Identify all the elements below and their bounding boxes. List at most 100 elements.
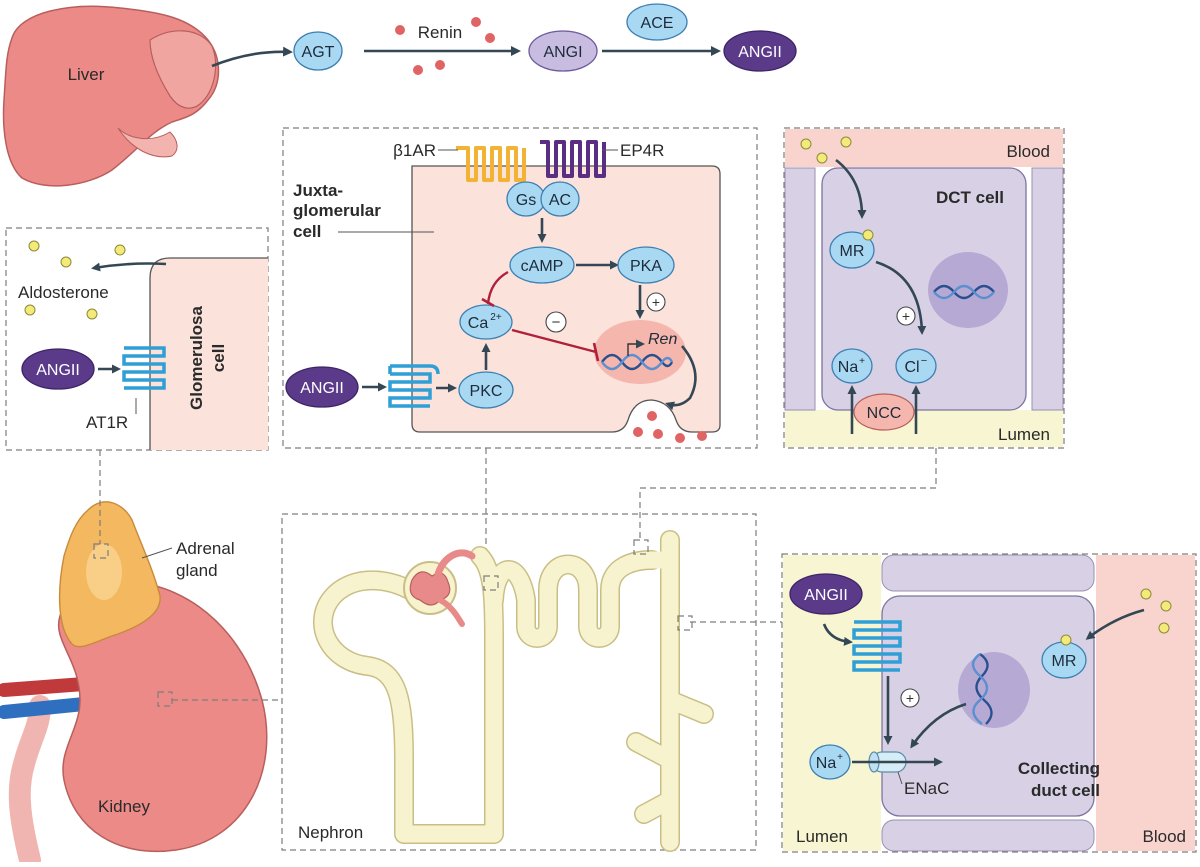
- dct-cell-label: DCT cell: [936, 188, 1004, 207]
- angii-label-glom: ANGII: [36, 362, 80, 379]
- cd-at1r-receptor: [852, 620, 902, 672]
- dct-cl-sup: −: [921, 355, 927, 367]
- agt-label: AGT: [302, 44, 335, 61]
- ren-to-secretion-arrow: [665, 345, 697, 411]
- adrenal-leader: [141, 547, 173, 559]
- secreted-renin-dot: [633, 427, 643, 437]
- glom-at1r-receptor: [122, 346, 166, 390]
- ren-label: Ren: [648, 331, 677, 348]
- secreted-renin-dot: [675, 433, 685, 443]
- dct-aldosterone-entry-arrow: [835, 158, 867, 219]
- dct-neighbor-right: [1031, 167, 1064, 411]
- cd-na-node: [809, 744, 851, 780]
- angii-label-jg: ANGII: [300, 380, 344, 397]
- adrenal-medulla-highlight: [86, 544, 122, 600]
- liver-lobe: [149, 30, 217, 109]
- minus-sign: [545, 311, 567, 333]
- dct-cell-body: [821, 167, 1027, 411]
- cd-title-line2: duct cell: [1031, 781, 1100, 800]
- ace-label: ACE: [641, 15, 674, 32]
- dct-mr-to-ncc-arrow: [875, 260, 927, 335]
- angii-node-cd: [789, 573, 863, 615]
- ac-node: [540, 181, 580, 217]
- cd-plus-label: +: [906, 690, 914, 706]
- ca-sup-label: 2+: [490, 312, 502, 323]
- pkc-node: [458, 371, 514, 409]
- dct-neighbor-left: [784, 167, 816, 411]
- aldosterone-dot: [86, 308, 98, 320]
- secreted-renin-dot: [697, 431, 707, 441]
- minus-label: −: [552, 314, 561, 331]
- collecting-duct-panel: [781, 553, 1197, 853]
- angii-to-cd-receptor-arrow: [822, 623, 853, 646]
- ace-node: [626, 3, 688, 41]
- camp-label: cAMP: [521, 258, 564, 275]
- ureter: [8, 695, 51, 867]
- angi-node: [528, 30, 598, 72]
- dct-na-node: [831, 348, 873, 384]
- ren-inhibit-bar: [592, 342, 600, 362]
- dct-cl-node: [895, 348, 937, 384]
- secreted-renin-dot: [647, 411, 657, 421]
- ren-transcription-arrow: [627, 339, 645, 356]
- ca-inhibits-ren: [511, 328, 597, 354]
- adrenal-label-line1: Adrenal: [176, 539, 235, 558]
- dct-na-label: Na: [838, 359, 859, 376]
- glomerulus-icon: [403, 549, 476, 627]
- aldosterone-dot: [24, 304, 36, 316]
- jg-title-line1: Juxta-: [293, 181, 343, 200]
- liver-underside: [117, 127, 178, 158]
- at1r-label: AT1R: [86, 413, 128, 432]
- b1ar-receptor: [456, 146, 526, 182]
- liver-label: Liver: [68, 65, 105, 84]
- nephron-label: Nephron: [298, 823, 363, 842]
- glom-title-line1: Glomerulosa: [187, 305, 206, 409]
- glom-title-line2: cell: [209, 344, 228, 372]
- ca-label: Ca: [468, 315, 489, 332]
- kidney-label: Kidney: [98, 797, 150, 816]
- cd-aldosterone-entry-arrow: [1085, 608, 1145, 640]
- pka-node: [617, 246, 675, 284]
- adrenal-label-line2: gland: [176, 561, 218, 580]
- agt-node: [293, 31, 343, 71]
- jg-title-line3: cell: [293, 222, 321, 241]
- cd-plus-sign: [900, 688, 920, 708]
- angii-label-top: ANGII: [738, 44, 782, 61]
- jg-title-line2: glomerular: [293, 201, 381, 220]
- adrenal-zoom-marker: [93, 543, 109, 559]
- dct-lumen-label: Lumen: [998, 425, 1050, 444]
- dct-plus-sign: [896, 306, 916, 326]
- cd-mr-label: MR: [1052, 653, 1077, 670]
- cd-title-line1: Collecting: [1018, 759, 1100, 778]
- cd-aldosterone-dot: [1140, 588, 1152, 600]
- ep4r-label: EP4R: [620, 141, 664, 160]
- renin-dot: [413, 65, 423, 75]
- cd-neighbor-top: [881, 554, 1095, 592]
- ep4r-receptor: [540, 140, 606, 178]
- renin-dot: [471, 17, 481, 27]
- aldosterone-dot: [28, 240, 40, 252]
- glomerulosa-cell-body: [150, 258, 268, 450]
- dct-aldosterone-dot: [800, 138, 812, 150]
- ren-dna-icon: [601, 353, 674, 371]
- dct-blood-band: [785, 129, 1063, 167]
- ca-inhibit-bar: [481, 297, 495, 308]
- aldosterone-release-arrow: [91, 262, 167, 272]
- cd-mr-ligand: [1060, 634, 1072, 646]
- ca-node: [459, 304, 513, 340]
- cd-nucleus: [958, 652, 1030, 728]
- cd-neighbor-bottom: [881, 819, 1095, 852]
- dct-blood-label: Blood: [1007, 142, 1050, 161]
- dct-plus-label: +: [902, 308, 910, 324]
- renin-dot: [395, 25, 405, 35]
- cd-zoom-marker: [677, 615, 693, 631]
- renal-artery: [0, 677, 91, 697]
- dct-aldosterone-dot: [840, 136, 852, 148]
- jg-zoom-marker: [483, 575, 499, 591]
- dct-aldosterone-dot: [816, 152, 828, 164]
- cd-blood-band: [1096, 555, 1195, 851]
- dct-cl-label: Cl: [904, 359, 919, 376]
- pka-plus-label: +: [652, 294, 660, 310]
- dct-to-nephron-connector: [639, 448, 937, 540]
